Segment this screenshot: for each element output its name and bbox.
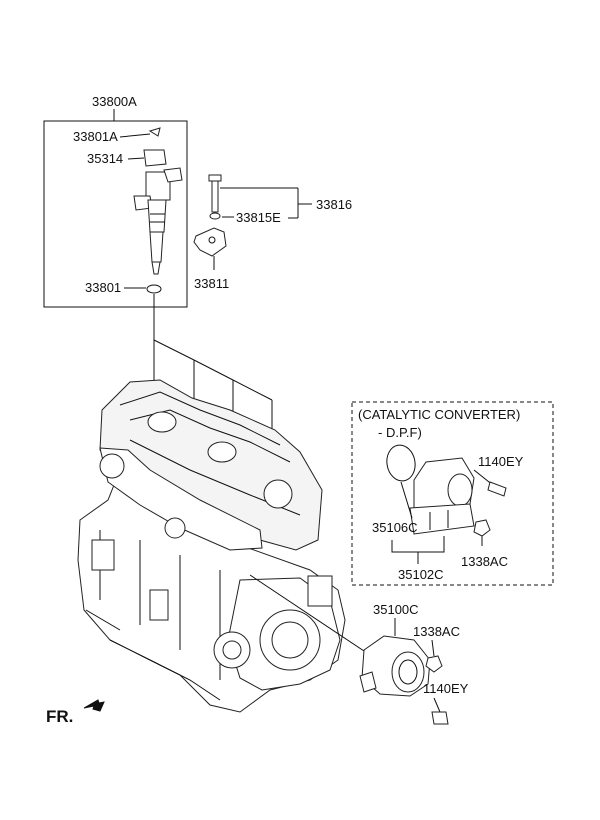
- label-cat-1140EY[interactable]: 1140EY: [478, 454, 524, 469]
- label-35314[interactable]: 35314: [87, 151, 123, 166]
- throttle-body-part: [359, 635, 431, 697]
- cat-body-part: [409, 457, 475, 535]
- washer-part: [209, 212, 221, 220]
- clip-part: [148, 127, 161, 137]
- throttle-body-group: 35100C 1338AC 1140EY: [359, 602, 469, 725]
- cat-nut-part: [473, 519, 491, 537]
- engine-block: [77, 379, 346, 713]
- front-marker: FR.: [46, 699, 105, 726]
- label-33815E[interactable]: 33815E: [236, 210, 281, 225]
- label-33801[interactable]: 33801: [85, 280, 121, 295]
- cat-converter-box: [351, 401, 554, 586]
- leader-cat-body: [391, 536, 445, 553]
- throttle-nut-part: [425, 655, 443, 673]
- leader-cat-gasket: [400, 481, 413, 519]
- label-33816[interactable]: 33816: [316, 197, 352, 212]
- front-arrow-icon: [83, 699, 105, 712]
- injector-part: [133, 167, 183, 275]
- cat-gasket-part: [386, 444, 416, 482]
- label-35106C[interactable]: 35106C: [372, 520, 418, 535]
- injector-group: 33800A 33801A 35314 33801: [43, 94, 188, 308]
- bolt-part: [211, 177, 219, 213]
- sleeve-part: [143, 149, 167, 167]
- label-35102C[interactable]: 35102C: [398, 567, 444, 582]
- throttle-bolt-part: [431, 711, 449, 725]
- engine-to-throttle-pointer: [249, 574, 371, 656]
- leader-35314: [127, 157, 145, 160]
- label-33801A[interactable]: 33801A: [73, 129, 118, 144]
- clamp-group: 33816 33815E 33811: [193, 174, 352, 291]
- label-33811[interactable]: 33811: [194, 276, 229, 291]
- label-cat-1338AC[interactable]: 1338AC: [461, 554, 508, 569]
- leader-throttle-nut: [431, 639, 435, 657]
- cat-converter-group: (CATALYTIC CONVERTER) - D.P.F) 1140EY 35…: [351, 401, 554, 586]
- leader-throttle-bolt: [433, 697, 441, 713]
- cat-title-line-2: - D.P.F): [378, 425, 422, 440]
- label-35100C[interactable]: 35100C: [373, 602, 419, 617]
- o-ring-part: [146, 284, 162, 294]
- label-throttle-1140EY[interactable]: 1140EY: [423, 681, 469, 696]
- leader-33801A: [119, 133, 151, 138]
- cat-title-line-1: (CATALYTIC CONVERTER): [358, 407, 520, 422]
- label-33800A[interactable]: 33800A: [92, 94, 137, 109]
- label-throttle-1338AC[interactable]: 1338AC: [413, 624, 460, 639]
- injector-group-box: [43, 120, 188, 308]
- front-marker-label: FR.: [46, 707, 73, 726]
- cat-bolt-part: [487, 481, 507, 497]
